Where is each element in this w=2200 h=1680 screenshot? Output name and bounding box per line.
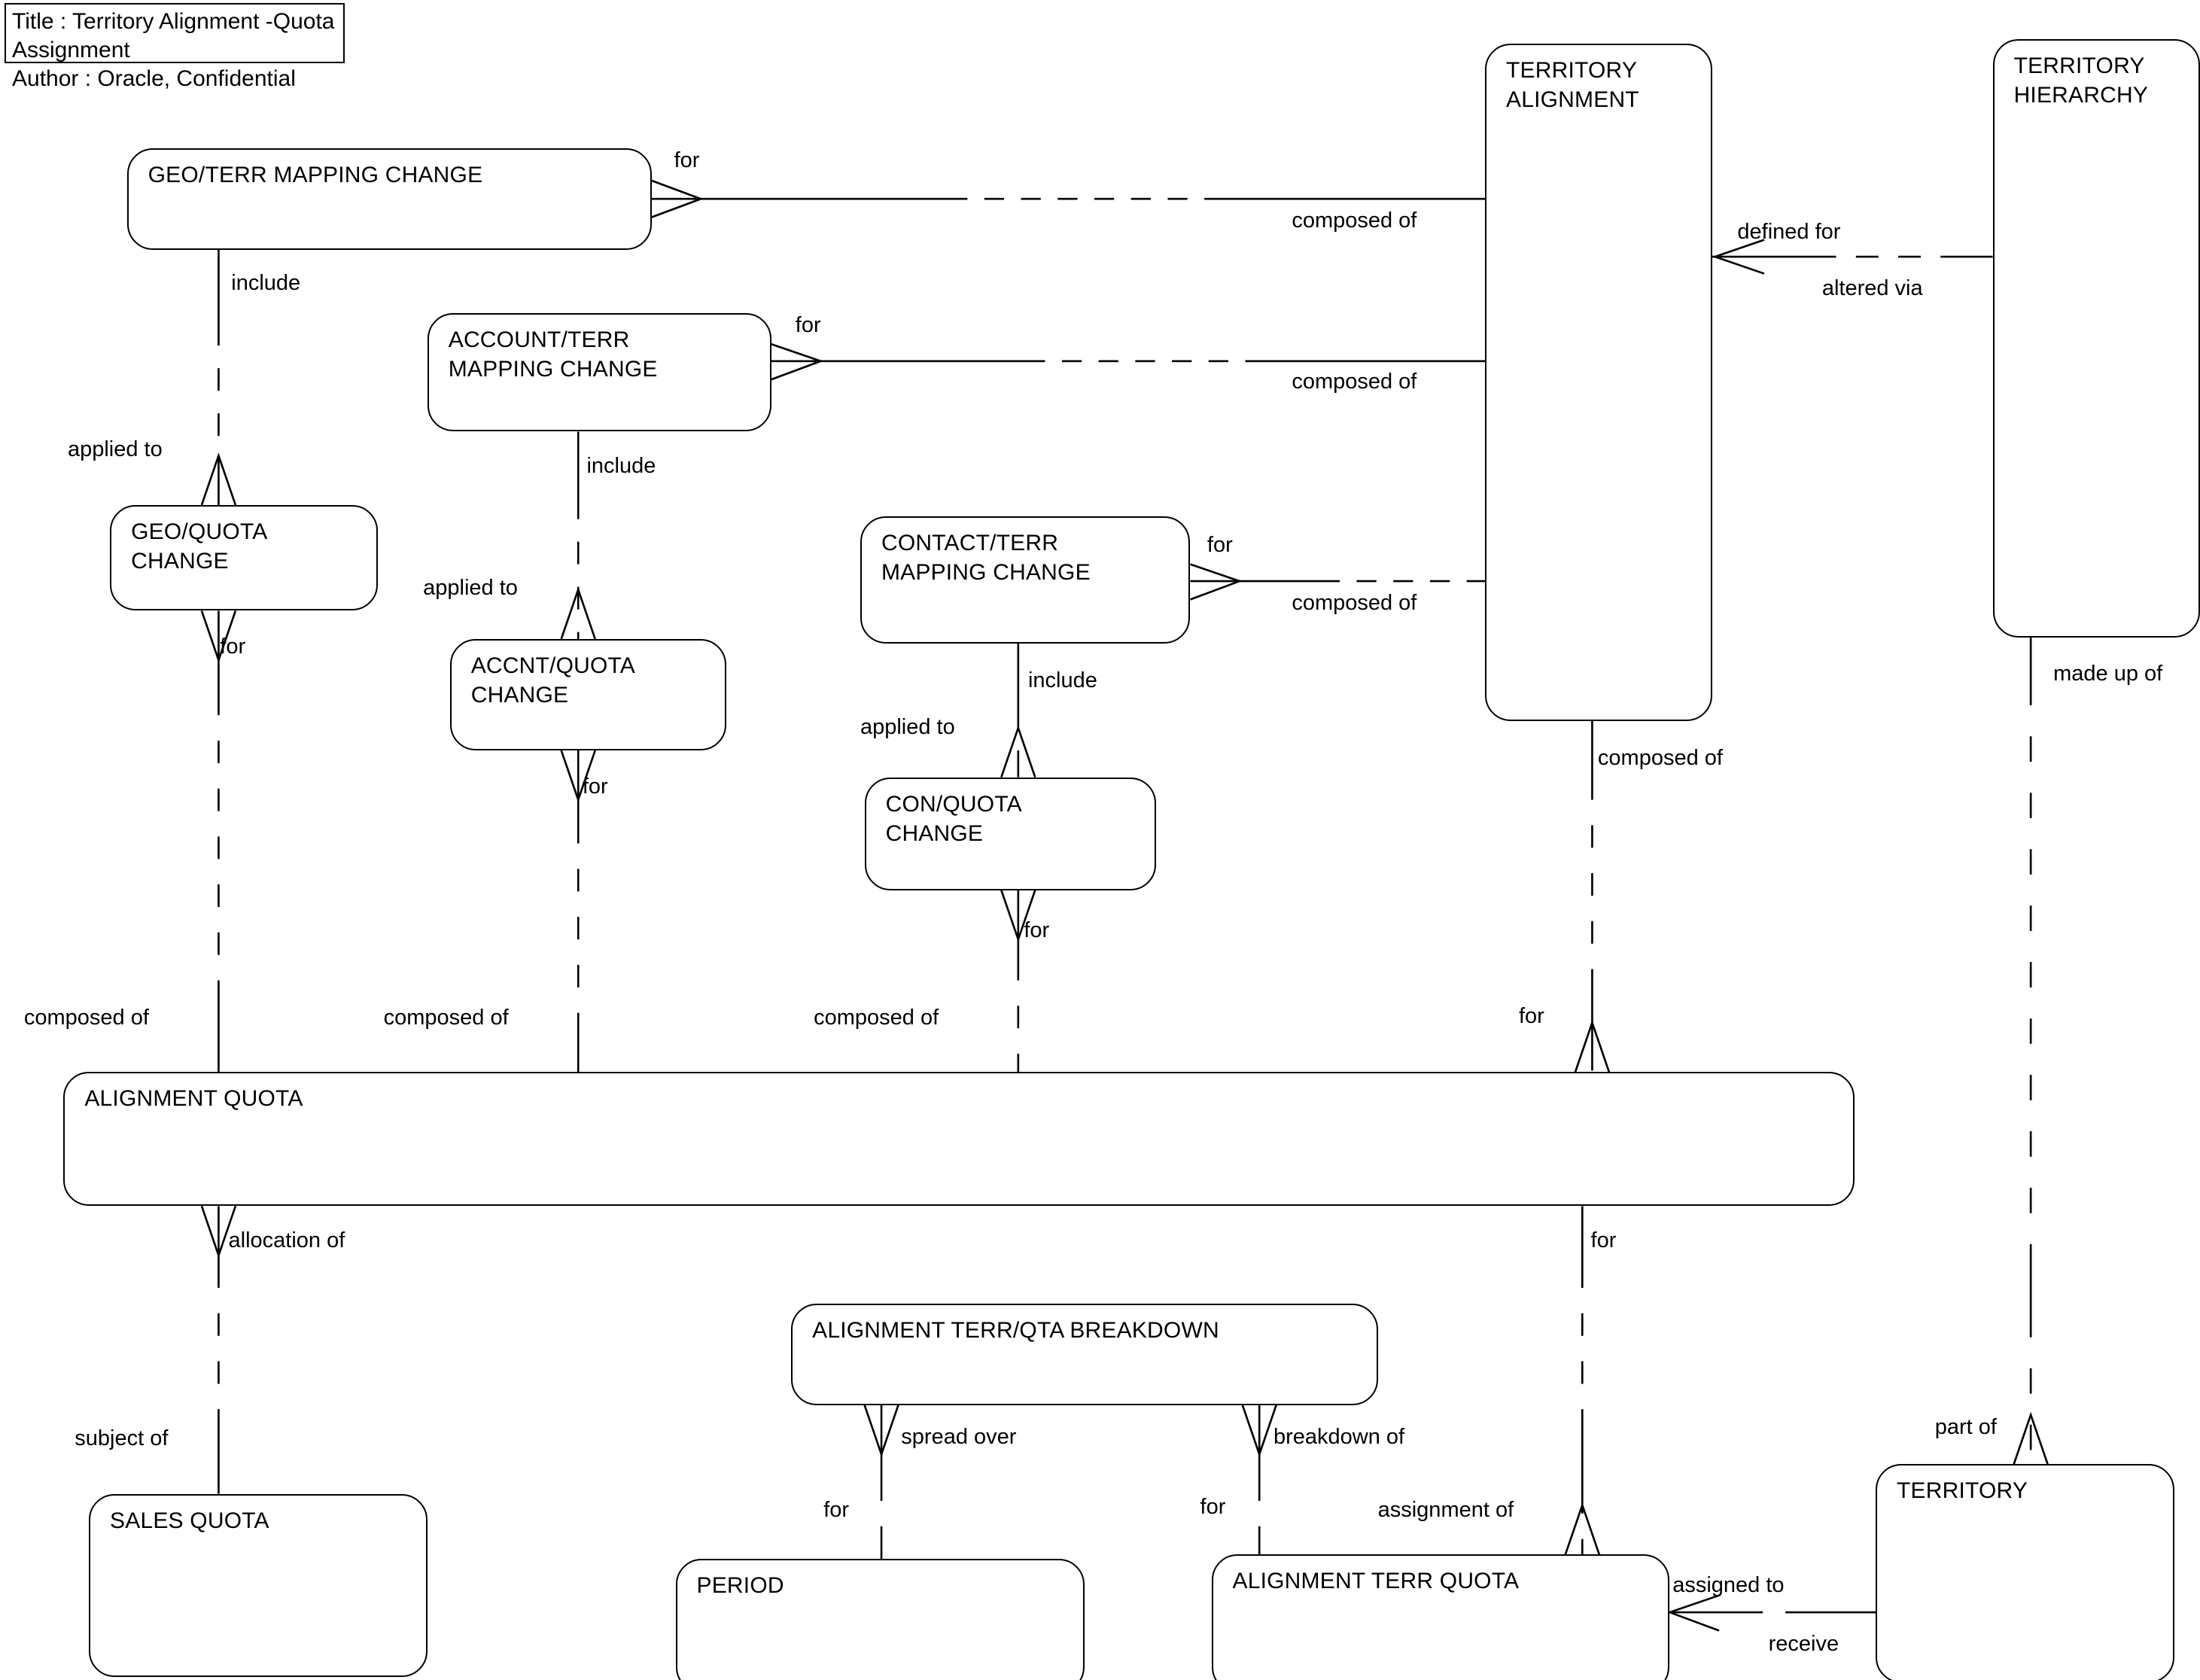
relationship-label-contterr-composed-of: composed of: [1292, 591, 1417, 616]
entity-label: GEO/TERR MAPPING CHANGE: [148, 162, 483, 187]
entity-geo-quota-change[interactable]: GEO/QUOTA CHANGE: [110, 504, 379, 611]
entity-territory[interactable]: TERRITORY: [1876, 1464, 2175, 1680]
entity-label: CON/QUOTA CHANGE: [885, 791, 1022, 846]
relationship-label-acct-include: include: [586, 454, 656, 479]
relationship-label-part-of: part of: [1934, 1414, 1997, 1439]
entity-label: ACCNT/QUOTA CHANGE: [470, 653, 636, 708]
relationship-label-acct-for: for: [582, 774, 608, 799]
relationship-label-cont-for: for: [1024, 918, 1050, 942]
entity-period[interactable]: PERIOD: [675, 1558, 1085, 1680]
entity-label: SALES QUOTA: [110, 1508, 269, 1533]
entity-label: ALIGNMENT QUOTA: [84, 1086, 303, 1112]
relationship-label-altered-via: altered via: [1821, 276, 1923, 301]
connector-alignmentquota-to-terrquota: [1564, 1206, 1601, 1555]
relationship-label-aq-composed-of-3: composed of: [814, 1006, 939, 1030]
relationship-label-contterr-for: for: [1207, 533, 1233, 558]
connector-alignment-to-alignmentquota: [1574, 720, 1611, 1073]
relationship-label-defined-for: defined for: [1737, 220, 1841, 245]
diagram-author: Author : Oracle, Confidential: [12, 66, 296, 91]
entity-contact-terr-mapping-change[interactable]: CONTACT/TERR MAPPING CHANGE: [860, 516, 1191, 644]
entity-sales-quota[interactable]: SALES QUOTA: [89, 1493, 428, 1678]
relationship-label-geo-applied-to: applied to: [67, 437, 163, 461]
entity-label: ALIGNMENT TERR/QTA BREAKDOWN: [812, 1317, 1219, 1343]
connector-geoquota-to-alignmentquota: [200, 610, 237, 1073]
relationship-label-breakdown-of: breakdown of: [1273, 1424, 1405, 1449]
relationship-label-atq-for: for: [1200, 1495, 1226, 1520]
entity-territory-hierarchy[interactable]: TERRITORY HIERARCHY: [1992, 39, 2200, 638]
entity-label: PERIOD: [696, 1572, 784, 1598]
connector-conquota-to-alignmentquota: [1000, 890, 1036, 1073]
relationship-label-assignment-of: assignment of: [1377, 1498, 1514, 1523]
entity-label: TERRITORY HIERARCHY: [2013, 53, 2149, 108]
diagram-title: Title : Territory Alignment -Quota Assig…: [12, 9, 335, 62]
connector-breakdown-to-terrquota: [1241, 1405, 1277, 1555]
connector-breakdown-to-period: [863, 1405, 899, 1559]
connector-terrquota-to-territory: [1666, 1594, 1876, 1632]
entity-con-quota-change[interactable]: CON/QUOTA CHANGE: [864, 777, 1157, 890]
relationship-label-receive: receive: [1768, 1632, 1839, 1657]
connector-alignment-to-hierarchy: [1712, 239, 1993, 275]
relationship-label-made-up-of: made up of: [2053, 661, 2163, 686]
connector-accntquota-to-alignmentquota: [560, 750, 596, 1073]
relationship-label-cont-include: include: [1027, 668, 1097, 693]
relationship-label-geoterr-for: for: [674, 148, 700, 172]
relationship-label-aq-composed-of-2: composed of: [383, 1006, 509, 1030]
entity-label: ACCOUNT/TERR MAPPING CHANGE: [448, 327, 658, 382]
relationship-label-assigned-to: assigned to: [1672, 1572, 1785, 1597]
relationship-label-acct-applied-to: applied to: [423, 575, 518, 600]
relationship-label-spread-over: spread over: [901, 1424, 1017, 1449]
connector-hierarchy-to-territory: [2013, 638, 2049, 1465]
relationship-label-geo-include: include: [231, 270, 301, 295]
connector-contterr-to-conquota: [1000, 643, 1036, 778]
entity-alignment-quota[interactable]: ALIGNMENT QUOTA: [63, 1072, 1855, 1207]
relationship-label-period-for: for: [823, 1498, 850, 1523]
relationship-label-geo-for: for: [220, 635, 246, 659]
relationship-label-acctterr-for: for: [795, 313, 821, 338]
relationship-label-subject-of: subject of: [75, 1426, 169, 1450]
entity-account-terr-mapping-change[interactable]: ACCOUNT/TERR MAPPING CHANGE: [427, 313, 771, 432]
relationship-label-acctterr-composed-of: composed of: [1292, 370, 1417, 394]
entity-label: ALIGNMENT TERR QUOTA: [1232, 1569, 1520, 1594]
relationship-label-ta-composed-of: composed of: [1597, 746, 1723, 771]
relationship-label-cont-applied-to: applied to: [860, 715, 955, 740]
title-block: Title : Territory Alignment -Quota Assig…: [5, 3, 345, 91]
relationship-label-geoterr-composed-of: composed of: [1292, 208, 1417, 233]
entity-alignment-terr-quota[interactable]: ALIGNMENT TERR QUOTA: [1211, 1554, 1670, 1680]
entity-label: CONTACT/TERR MAPPING CHANGE: [881, 530, 1091, 585]
relationship-label-aq-for-right: for: [1590, 1228, 1617, 1253]
entity-territory-alignment[interactable]: TERRITORY ALIGNMENT: [1485, 44, 1712, 721]
relationship-label-allocation-of: allocation of: [228, 1228, 345, 1253]
entity-label: TERRITORY: [1897, 1478, 2028, 1504]
connector-geoterr-to-geoquota: [200, 249, 237, 506]
entity-geo-terr-mapping-change[interactable]: GEO/TERR MAPPING CHANGE: [126, 148, 652, 250]
relationship-label-ta-for: for: [1518, 1004, 1544, 1029]
entity-accnt-quota-change[interactable]: ACCNT/QUOTA CHANGE: [449, 638, 726, 750]
entity-label: TERRITORY ALIGNMENT: [1506, 58, 1639, 113]
relationship-label-aq-composed-of-1: composed of: [23, 1006, 149, 1030]
entity-alignment-terr-qta-breakdown[interactable]: ALIGNMENT TERR/QTA BREAKDOWN: [791, 1303, 1378, 1405]
entity-label: GEO/QUOTA CHANGE: [131, 519, 268, 574]
